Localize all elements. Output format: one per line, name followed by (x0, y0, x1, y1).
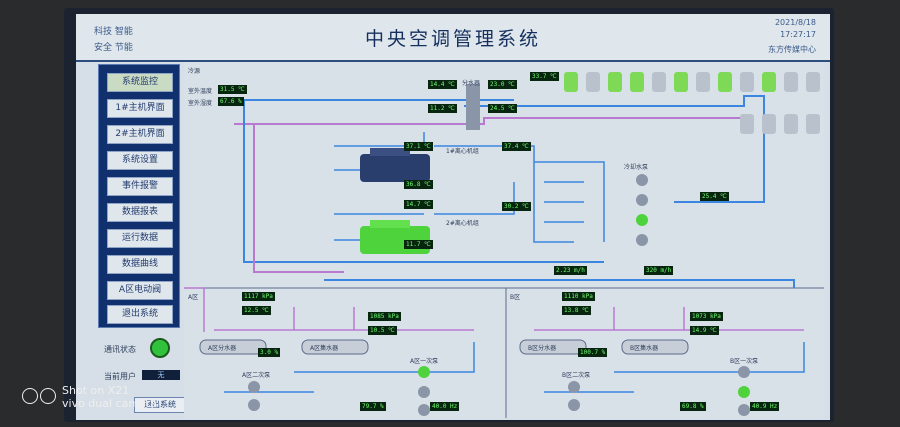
readout-10: 11.7 ℃ (404, 240, 433, 249)
zone-b-pump-label-2: B区一次泵 (730, 358, 759, 365)
zone-b-val-6: 69.8 % (680, 402, 706, 411)
zone-b-equipment (519, 339, 750, 416)
nav-data-report[interactable]: 数据报表 (107, 203, 173, 222)
header-label: 分水器 (462, 80, 481, 87)
chiller-1-label: 1#离心机组 (446, 148, 479, 155)
pump-branch-pipes (534, 161, 605, 242)
zone-b-distributor: B区分水器 (528, 345, 557, 352)
pipe-diagram (184, 72, 824, 418)
zone-a-val-2: 12.5 ℃ (242, 306, 271, 315)
zone-b-label: B区 (510, 294, 521, 301)
nav-zone-a-valve[interactable]: A区电动阀 (107, 281, 173, 300)
slogan-line-2: 安全 节能 (94, 43, 133, 53)
readout-7: 36.8 ℃ (404, 180, 433, 189)
nav-system-settings[interactable]: 系统设置 (107, 151, 173, 170)
time-readout: 17:27:17 (780, 30, 816, 39)
watermark-line-1: Shot on X21 (62, 384, 130, 397)
main-chilled-pipe (243, 100, 604, 263)
zone-a-val-7: 40.0 Hz (430, 402, 460, 411)
watermark-line-2: vivo dual camera (62, 397, 158, 410)
zone-b-header-pipe (534, 307, 804, 331)
current-user-value: 无 (142, 370, 180, 380)
nav-run-data[interactable]: 运行数据 (107, 229, 173, 248)
zone-a-pump-pipe (224, 342, 475, 393)
readout-6: 37.4 ℃ (502, 142, 531, 151)
zone-a-collector: A区集水器 (310, 345, 339, 352)
nav-sidebar: 系统监控 1#主机界面 2#主机界面 系统设置 事件报警 数据报表 运行数据 数… (98, 64, 180, 328)
zone-a-val-5: 3.0 % (258, 348, 281, 357)
readout-13: 2.23 m/h (554, 266, 587, 275)
zone-a-pump-label: A区二次泵 (242, 372, 271, 379)
zone-b-val-1: 1110 kPa (562, 292, 595, 301)
tower-loop-pipe (464, 95, 765, 203)
cooling-towers-top (564, 72, 820, 92)
exit-button[interactable]: 退出系统 (134, 397, 186, 413)
comm-status-indicator (150, 338, 170, 358)
zone-b-val-3: 1073 kPa (690, 312, 723, 321)
zone-b-pump-label: B区二次泵 (562, 372, 591, 379)
zone-b-val-4: 14.9 ℃ (690, 326, 719, 335)
zone-b-pump-pipe (544, 342, 805, 393)
chiller-2-label: 2#离心机组 (446, 220, 479, 227)
zone-feed-pipe (324, 279, 795, 288)
zone-a-val-4: 10.5 ℃ (368, 326, 397, 335)
nav-chiller-2[interactable]: 2#主机界面 (107, 125, 173, 144)
readout-5: 37.1 ℃ (404, 142, 433, 151)
pump-header-pipes (434, 145, 574, 243)
zone-b-val-7: 40.9 Hz (750, 402, 780, 411)
vivo-logo-icon (22, 388, 38, 404)
nav-exit-system[interactable]: 退出系统 (107, 305, 173, 324)
slogan-line-1: 科技 智能 (94, 27, 133, 37)
zone-a-distributor: A区分水器 (208, 345, 237, 352)
water-header (466, 84, 480, 130)
zone-a-header-pipe (214, 307, 474, 331)
nav-system-monitor[interactable]: 系统监控 (107, 73, 173, 92)
cooling-return-pipe (234, 117, 744, 125)
zone-b-collector: B区集水器 (630, 345, 659, 352)
camera-ring-icon (40, 388, 56, 404)
outdoor-temp-value: 31.5 ℃ (218, 85, 247, 94)
page-title: 中央空调管理系统 (364, 28, 541, 50)
overview-label: 冷源 (188, 68, 201, 75)
zone-a-val-6: 79.7 % (360, 402, 386, 411)
main-condenser-pipe (253, 124, 344, 273)
zone-a-return (184, 287, 205, 332)
pump-group-label: 冷却水泵 (624, 164, 649, 171)
zone-a-equipment (199, 339, 430, 416)
plant-overview-panel: 冷源 室外温度 31.5 ℃ 室外湿度 67.6 % 分水器 14.4 ℃ 23… (184, 62, 824, 418)
comm-status-label: 通讯状态 (104, 345, 136, 354)
readout-12: 25.4 ℃ (700, 192, 729, 201)
nav-chiller-1[interactable]: 1#主机界面 (107, 99, 173, 118)
zone-b-val-5: 100.7 % (578, 348, 608, 357)
cooling-pumps (636, 174, 648, 246)
readout-14: 320 m/h (644, 266, 674, 275)
hvac-screen: 科技 智能 安全 节能 中央空调管理系统 2021/8/18 17:27:17 … (76, 14, 830, 420)
zone-a-val-1: 1117 kPa (242, 292, 275, 301)
org-name: 东方传媒中心 (768, 45, 816, 54)
cooling-towers-bottom (740, 114, 820, 134)
zone-a-pump-label-2: A区一次泵 (410, 358, 439, 365)
readout-4: 24.5 ℃ (488, 104, 517, 113)
title-bar: 科技 智能 安全 节能 中央空调管理系统 2021/8/18 17:27:17 … (76, 14, 830, 62)
readout-11: 33.7 ℃ (530, 72, 559, 81)
readout-1: 14.4 ℃ (428, 80, 457, 89)
outdoor-temp-label: 室外温度 (188, 88, 213, 95)
zone-a-val-3: 1085 kPa (368, 312, 401, 321)
nav-data-curve[interactable]: 数据曲线 (107, 255, 173, 274)
chiller-1 (360, 148, 430, 182)
readout-9: 30.2 ℃ (502, 202, 531, 211)
nav-event-alarm[interactable]: 事件报警 (107, 177, 173, 196)
readout-8: 14.7 ℃ (404, 200, 433, 209)
zone-b-val-2: 13.8 ℃ (562, 306, 591, 315)
readout-3: 11.2 ℃ (428, 104, 457, 113)
current-user-label: 当前用户 (104, 372, 136, 381)
zone-a-label: A区 (188, 294, 199, 301)
readout-2: 23.0 ℃ (488, 80, 517, 89)
outdoor-hum-value: 67.6 % (218, 97, 244, 106)
outdoor-hum-label: 室外湿度 (188, 100, 213, 107)
date-readout: 2021/8/18 (774, 18, 816, 27)
camera-watermark: Shot on X21 vivo dual camera (22, 384, 157, 410)
